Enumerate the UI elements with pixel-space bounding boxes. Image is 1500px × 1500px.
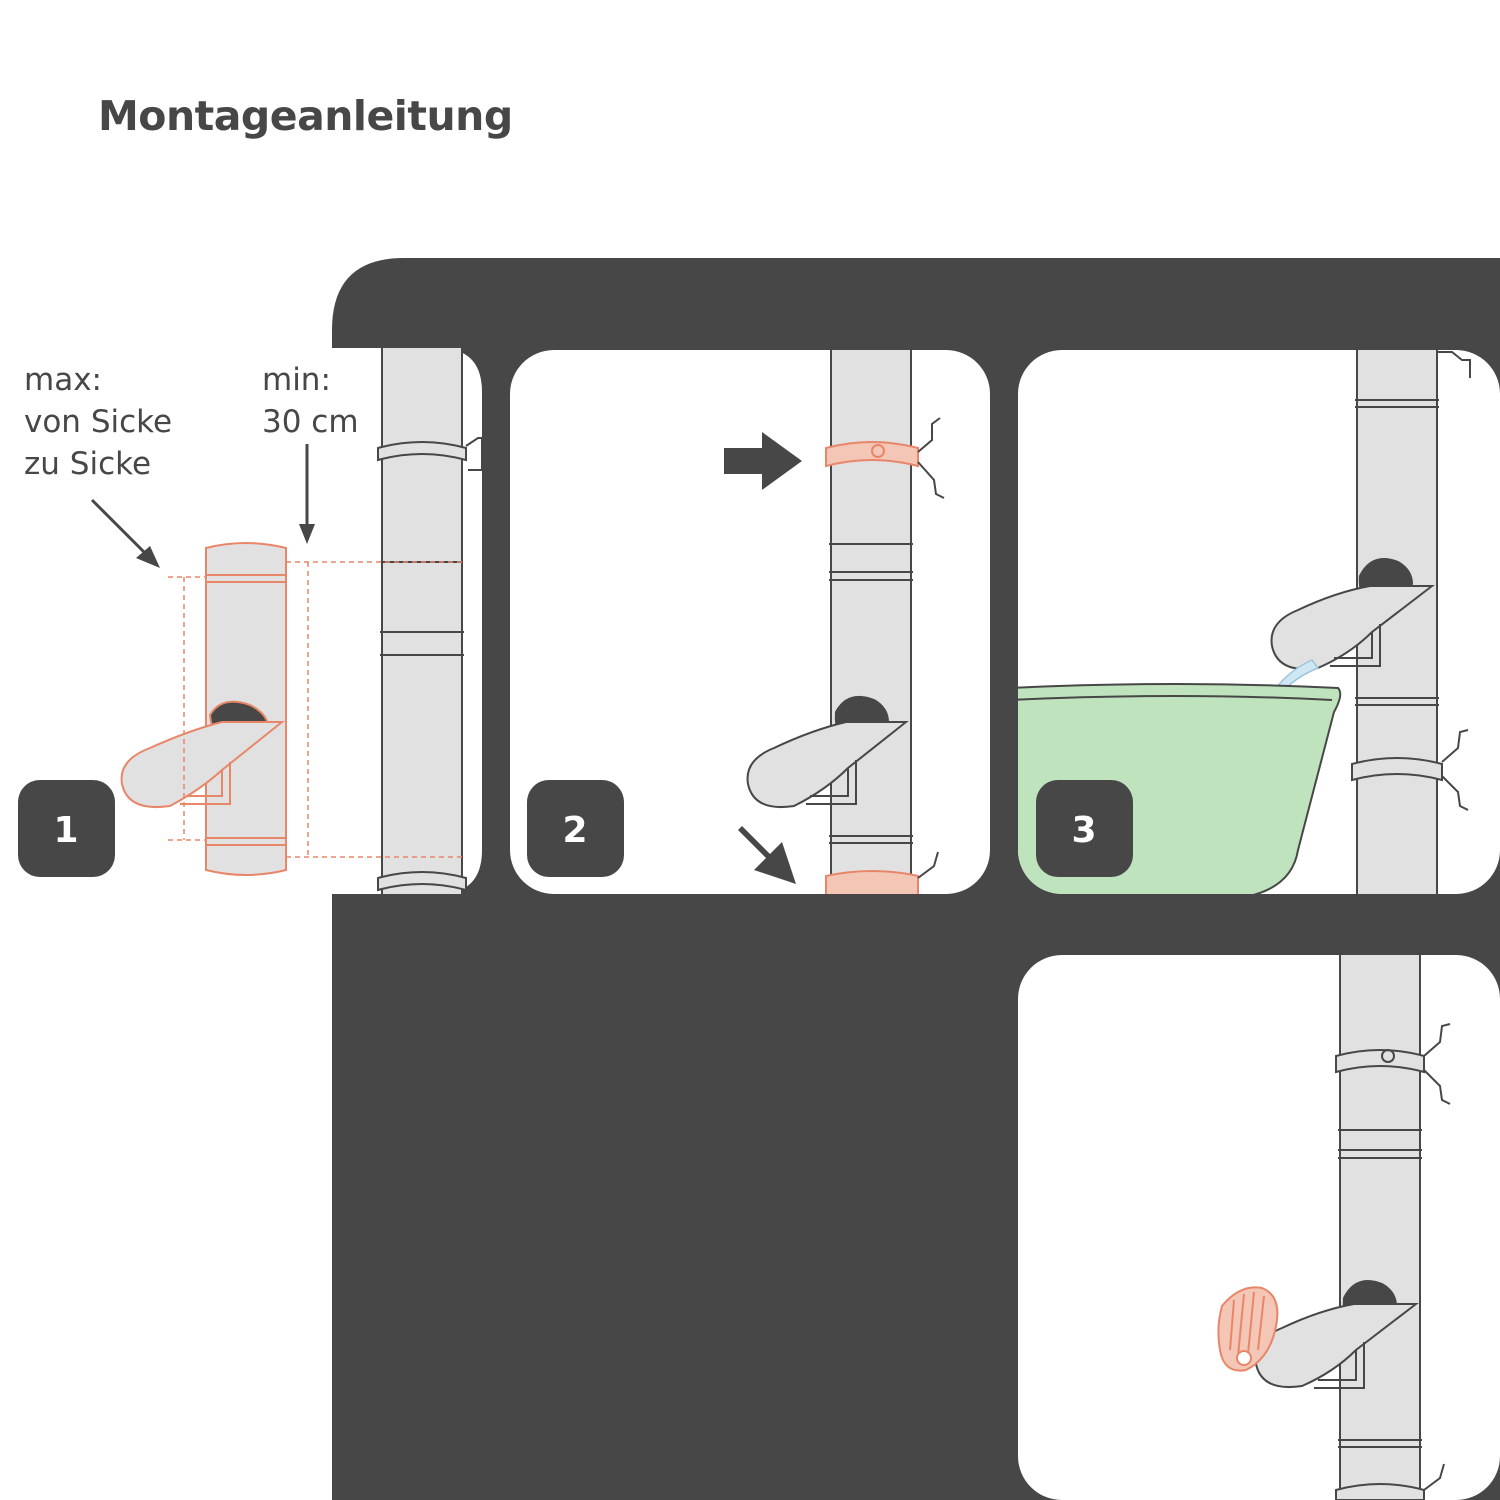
diverter-piece xyxy=(120,542,462,876)
arrow-down-right-icon xyxy=(738,826,796,884)
min-label-line-1: min: xyxy=(262,362,331,398)
step-badge-2: 2 xyxy=(527,780,624,877)
svg-text:2: 2 xyxy=(562,810,587,851)
min-pointer-arrow xyxy=(299,444,315,544)
step-badge-3: 3 xyxy=(1036,780,1133,877)
step-badge-1: 1 xyxy=(18,780,115,877)
max-pointer-arrow xyxy=(90,498,160,568)
svg-text:3: 3 xyxy=(1071,810,1096,851)
min-label-line-2: 30 cm xyxy=(262,404,359,440)
arrow-right-icon xyxy=(724,432,802,490)
svg-text:1: 1 xyxy=(53,810,78,851)
panel-1-illustration xyxy=(377,348,482,894)
filter-cap xyxy=(1217,1286,1279,1372)
max-label-line-1: max: xyxy=(24,362,102,398)
max-label-line-2: von Sicke xyxy=(24,404,172,440)
page-title: Montageanleitung xyxy=(98,92,513,140)
panel-4-background xyxy=(1018,955,1500,1500)
max-label-line-3: zu Sicke xyxy=(24,446,151,482)
panel-2-illustration xyxy=(746,350,945,894)
